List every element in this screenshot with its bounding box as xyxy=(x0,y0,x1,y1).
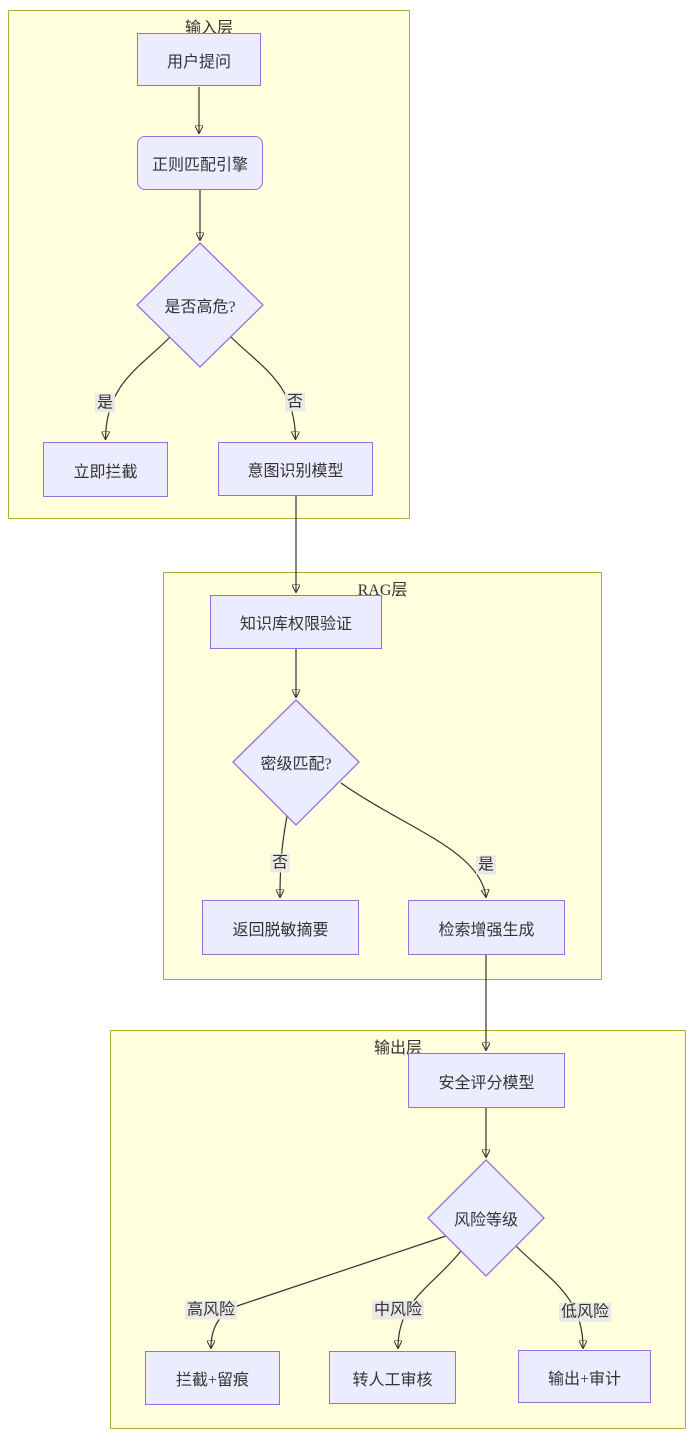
node-high-risk-check-label: 是否高危? xyxy=(164,299,236,316)
edge-risk-mid xyxy=(398,1250,462,1348)
node-immediate-block-label: 立即拦截 xyxy=(73,463,138,481)
edge-label-yes-1: 是 xyxy=(94,393,116,413)
node-sanitized-summary: 返回脱敏摘要 xyxy=(202,900,359,955)
diamond-risk-level-shape xyxy=(427,1159,545,1277)
node-human-review: 转人工审核 xyxy=(329,1351,456,1404)
node-output-audit: 输出+审计 xyxy=(518,1350,651,1403)
node-sanitized-summary-label: 返回脱敏摘要 xyxy=(232,921,329,939)
container-rag-layer-title: RAG层 xyxy=(357,582,408,599)
edge-risk-low xyxy=(515,1245,583,1348)
diamond-classification-match-shape xyxy=(232,699,360,826)
node-human-review-label: 转人工审核 xyxy=(352,1371,433,1389)
node-block-log: 拦截+留痕 xyxy=(145,1351,280,1405)
edge-label-yes-2: 是 xyxy=(475,855,497,875)
node-user-question-label: 用户提问 xyxy=(166,53,231,71)
node-intent-model: 意图识别模型 xyxy=(218,442,373,496)
node-intent-model-label: 意图识别模型 xyxy=(247,463,344,480)
diamond-high-risk-check-shape xyxy=(136,242,264,368)
node-immediate-block: 立即拦截 xyxy=(43,442,168,497)
edge-classification-no xyxy=(280,815,288,897)
edge-high-risk-yes xyxy=(106,336,171,439)
edge-label-mid-risk: 中风险 xyxy=(371,1300,425,1320)
container-input-layer-title: 输入层 xyxy=(184,20,233,37)
node-classification-match-label: 密级匹配? xyxy=(260,756,332,773)
edge-label-no-1: 否 xyxy=(284,392,306,412)
node-regex-engine: 正则匹配引擎 xyxy=(137,136,263,190)
node-output-audit-label: 输出+审计 xyxy=(547,1370,622,1388)
node-user-question: 用户提问 xyxy=(137,33,261,86)
node-block-log-label: 拦截+留痕 xyxy=(175,1372,250,1389)
node-safety-scoring-label: 安全评分模型 xyxy=(438,1074,535,1092)
node-safety-scoring: 安全评分模型 xyxy=(408,1053,565,1108)
node-risk-level-label: 风险等级 xyxy=(453,1212,519,1229)
node-kb-permission: 知识库权限验证 xyxy=(210,595,382,649)
edge-classification-yes xyxy=(340,782,486,897)
edge-risk-high xyxy=(211,1235,447,1348)
container-output-layer-title: 输出层 xyxy=(373,1040,422,1057)
edge-label-no-2: 否 xyxy=(269,853,291,873)
edge-high-risk-no xyxy=(230,336,296,439)
edge-label-low-risk: 低风险 xyxy=(558,1302,612,1322)
edge-label-high-risk: 高风险 xyxy=(184,1300,238,1320)
node-kb-permission-label: 知识库权限验证 xyxy=(239,616,352,633)
node-rag-generation-label: 检索增强生成 xyxy=(438,921,535,939)
node-rag-generation: 检索增强生成 xyxy=(408,900,565,955)
node-regex-engine-label: 正则匹配引擎 xyxy=(151,157,248,174)
